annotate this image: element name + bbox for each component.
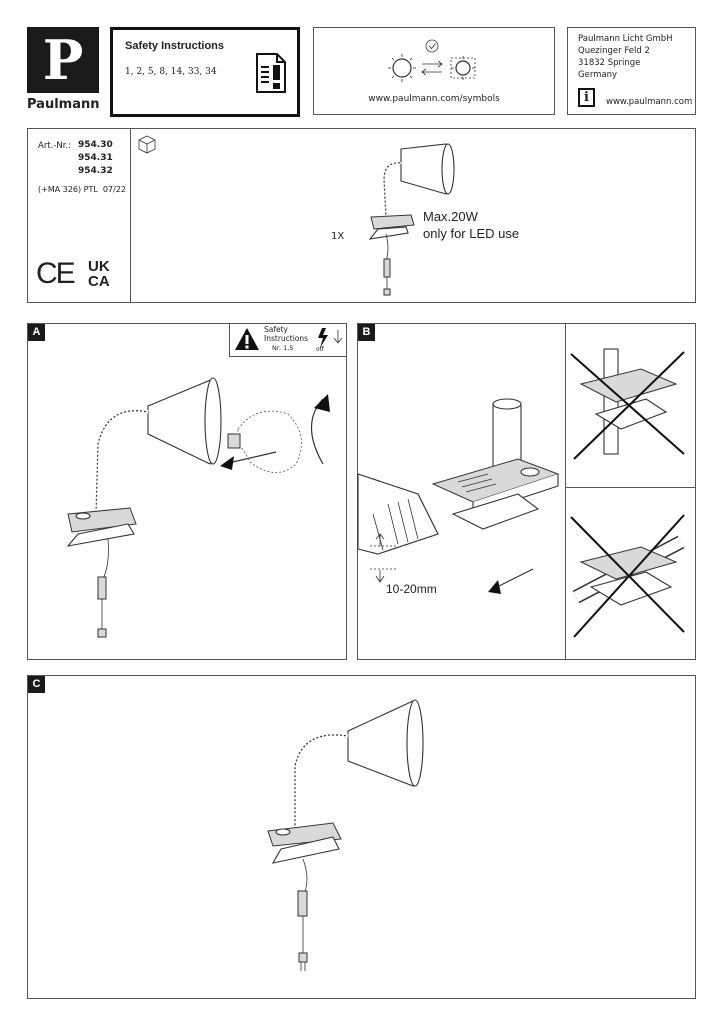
brand-name: Paulmann [27,97,100,112]
panel-a-safety-line1: Safety [264,325,288,334]
safety-instructions-box: Safety Instructions 1, 2, 5, 8, 14, 33, … [110,27,300,117]
company-url[interactable]: www.paulmann.com [606,97,693,107]
led-note-label: only for LED use [423,226,520,241]
light-conversion-icon [388,39,476,82]
art-label: Art.-Nr.: [38,141,72,151]
panel-a: A Safety Instructions Nr. 1,5 off [27,323,347,660]
lamp-mounted-illustration [267,699,424,971]
ukca-top: UK [88,258,110,275]
art-number-1: 954.30 [78,140,113,150]
wrong-usage-separator [565,487,696,488]
company-country: Germany [578,70,618,80]
panel-c-label: C [28,676,45,693]
ukca-bottom: CA [88,273,110,290]
company-box: Paulmann Licht GmbH Quezinger Feld 2 318… [567,27,696,115]
electric-hazard-icon [318,328,343,348]
ukca-mark: UK CA [88,259,110,289]
safety-numbers: 1, 2, 5, 8, 14, 33, 34 [125,67,217,77]
ma-code: (+MA 326) PTL 07/22 [38,185,126,194]
quantity-label: 1X [331,231,345,242]
panel-a-safety-line2: Instructions [264,334,309,343]
brand-logo: P Paulmann [27,27,100,117]
symbols-url[interactable]: www.paulmann.com/symbols [368,94,500,104]
clip-thickness-label: 10-20mm [386,582,437,596]
panel-a-safety-badge: Safety Instructions Nr. 1,5 off [229,324,347,357]
symbols-box: www.paulmann.com/symbols [313,27,555,115]
company-city: 31832 Springe [578,58,641,68]
panel-b: B 10-20mm [357,323,696,660]
package-contents-box: 1X Max.20W only for LED use [130,128,696,303]
art-number-3: 954.32 [78,166,113,176]
panel-c: C [27,675,696,999]
art-number-2: 954.31 [78,153,113,163]
wrong-usage-vertical-pole [570,348,685,460]
panel-a-safety-nr: Nr. 1,5 [272,344,294,352]
brand-logo-mark: P [27,27,99,93]
company-name: Paulmann Licht GmbH [578,34,673,44]
warning-triangle-icon [235,328,259,350]
package-icon [138,135,156,154]
info-icon: i [578,88,595,107]
panel-a-label: A [28,324,45,341]
lamp-small-illustration [368,143,455,296]
ce-mark: CE [36,257,76,290]
panel-a-off-label: off [316,346,324,353]
company-street: Quezinger Feld 2 [578,46,650,56]
product-info-box: Art.-Nr.: 954.30 954.31 954.32 (+MA 326)… [27,128,131,303]
document-warning-icon [256,53,286,93]
lamp-bulb-insert-illustration [66,377,330,638]
clip-attach-illustration [357,398,560,594]
wrong-usage-divider [565,324,566,659]
wrong-usage-horizontal-pole [570,514,685,638]
safety-title: Safety Instructions [125,40,225,52]
panel-b-label: B [358,324,375,341]
max-watt-label: Max.20W [423,209,478,224]
